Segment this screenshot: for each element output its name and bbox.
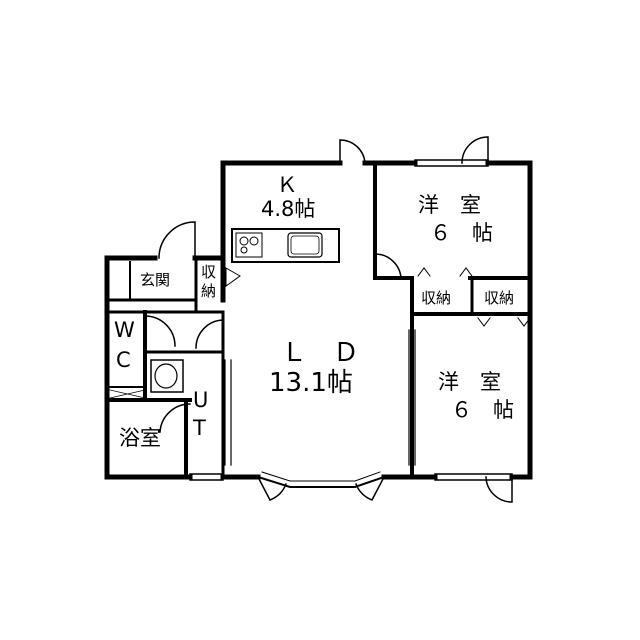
western-room-lower-size: ６ 帖 — [451, 398, 514, 422]
door-swing — [195, 319, 224, 349]
sink-basin — [290, 235, 320, 255]
storage-middle-label: 収納 — [421, 289, 452, 307]
bay-window — [261, 471, 381, 482]
western-room-lower-name: 洋 室 — [438, 370, 501, 394]
ut-label-u: U — [193, 388, 209, 412]
window — [224, 359, 232, 466]
entrance-label: 玄関 — [140, 271, 171, 289]
kitchen-name: Ｋ — [276, 173, 298, 197]
burner — [239, 236, 249, 246]
window — [414, 159, 489, 167]
door-swing — [158, 221, 196, 259]
washbasin-bowl — [154, 363, 178, 389]
door-swing — [485, 476, 513, 503]
door-swing — [355, 475, 386, 501]
stove — [235, 232, 263, 258]
wc-label-w: W — [114, 318, 135, 342]
bath-label: 浴室 — [119, 426, 161, 450]
closet-door — [225, 267, 241, 287]
window — [434, 473, 513, 481]
door-swing — [461, 136, 489, 164]
burner — [240, 246, 248, 254]
door-swing — [339, 139, 366, 164]
kitchen-counter — [231, 228, 340, 263]
ld-name: Ｌ Ｄ — [281, 338, 360, 368]
burner — [249, 236, 259, 246]
storage-entrance-label-2: 納 — [201, 282, 217, 300]
interior-wall — [373, 161, 410, 280]
window — [408, 329, 416, 466]
storage-entrance-label-1: 収 — [201, 263, 217, 281]
washbasin — [150, 359, 184, 393]
door-swing — [144, 315, 176, 347]
ld-size: 13.1帖 — [269, 368, 353, 398]
western-room-upper-size: ６ 帖 — [430, 221, 493, 245]
kitchen-size: 4.8帖 — [261, 197, 316, 221]
bay-window — [256, 475, 386, 488]
storage-right-label: 収納 — [484, 289, 515, 307]
door-swing — [256, 475, 287, 501]
window — [189, 473, 224, 481]
ut-label-t: T — [193, 416, 206, 440]
closet-door — [417, 267, 473, 277]
door-swing — [159, 403, 191, 433]
wc-label-c: C — [116, 348, 131, 372]
bath-partition — [109, 389, 146, 399]
sink — [287, 232, 323, 258]
closet-door — [477, 317, 531, 327]
western-room-upper-name: 洋 室 — [418, 193, 481, 217]
door-swing — [374, 253, 402, 279]
